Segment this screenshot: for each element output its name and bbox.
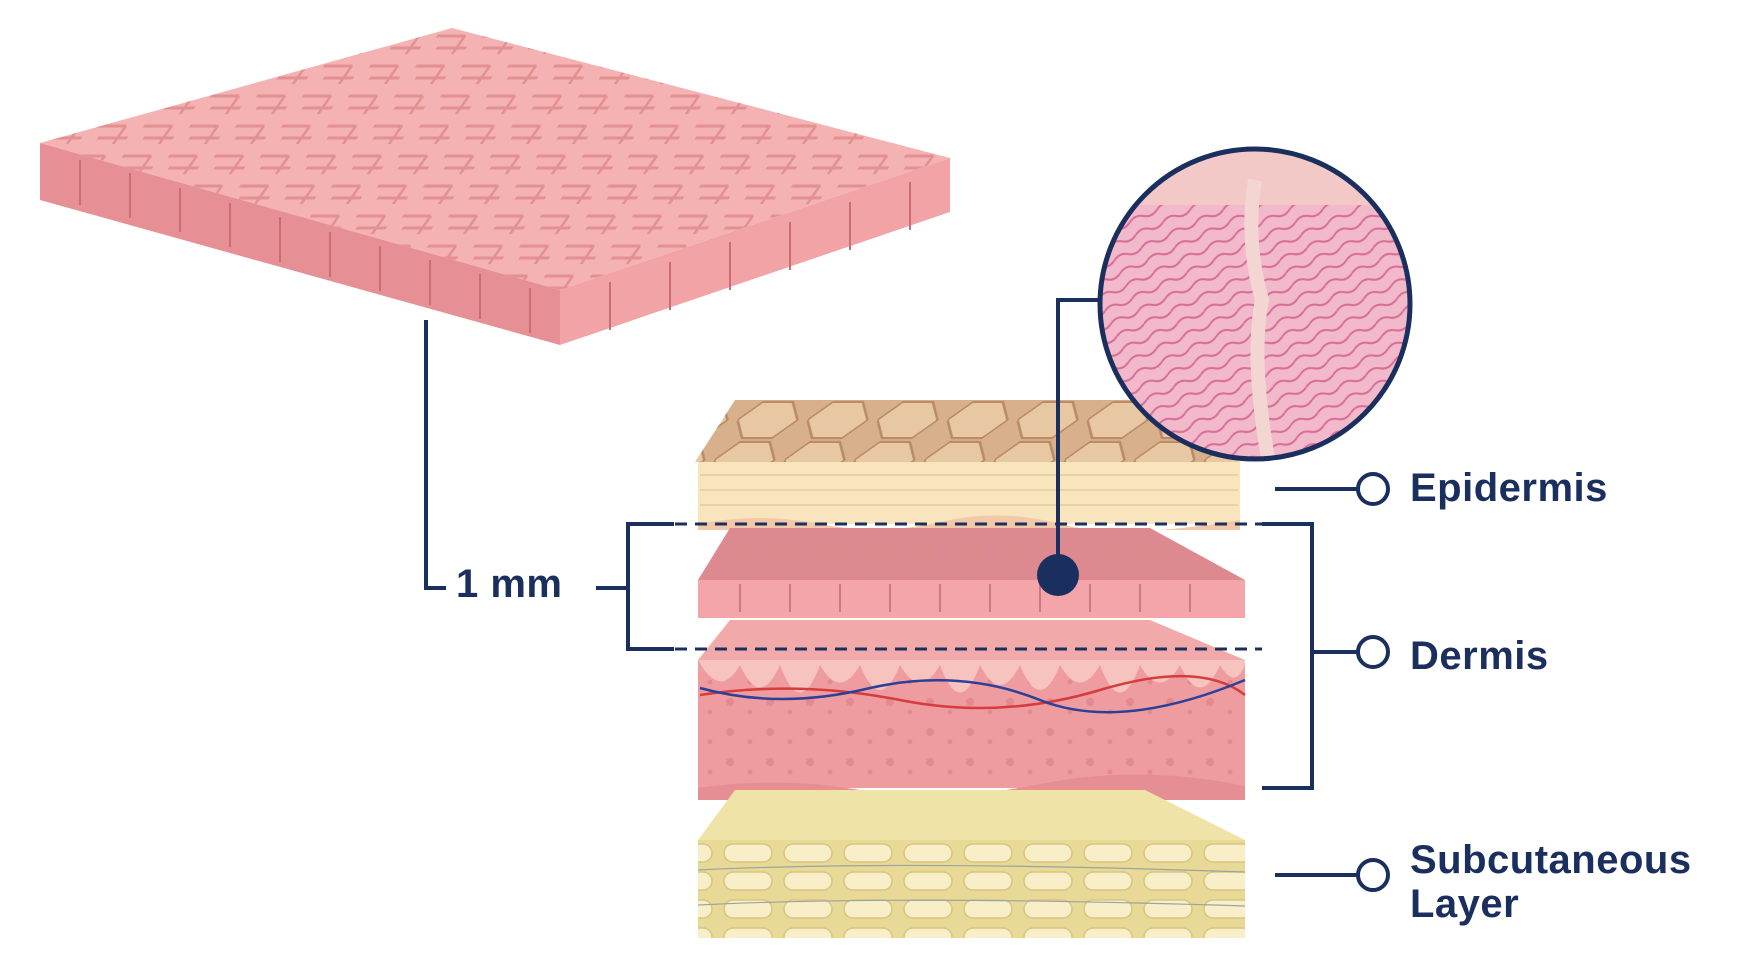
subcutaneous-layer-label: Subcutaneous Layer: [1410, 838, 1692, 926]
dermis-block-illustration: [698, 620, 1245, 800]
subcutaneous-label-line1: Subcutaneous: [1410, 838, 1692, 882]
subcutaneous-layer-illustration: [698, 790, 1245, 938]
epidermis-label: Epidermis: [1410, 466, 1608, 510]
histology-pointer-dot: [1037, 554, 1079, 596]
dermis-slice-illustration: [698, 528, 1245, 618]
subcutaneous-marker: [1358, 860, 1388, 890]
slab-leader-line: [426, 320, 446, 588]
dermis-label: Dermis: [1410, 634, 1549, 678]
dermis-marker: [1358, 637, 1388, 667]
thickness-label: 1 mm: [456, 562, 563, 606]
subcutaneous-label-line2: Layer: [1410, 882, 1692, 926]
thickness-bracket: [628, 524, 674, 649]
skin-slab-illustration: [40, 28, 950, 345]
dermis-bracket: [1262, 524, 1312, 788]
epidermis-marker: [1358, 474, 1388, 504]
